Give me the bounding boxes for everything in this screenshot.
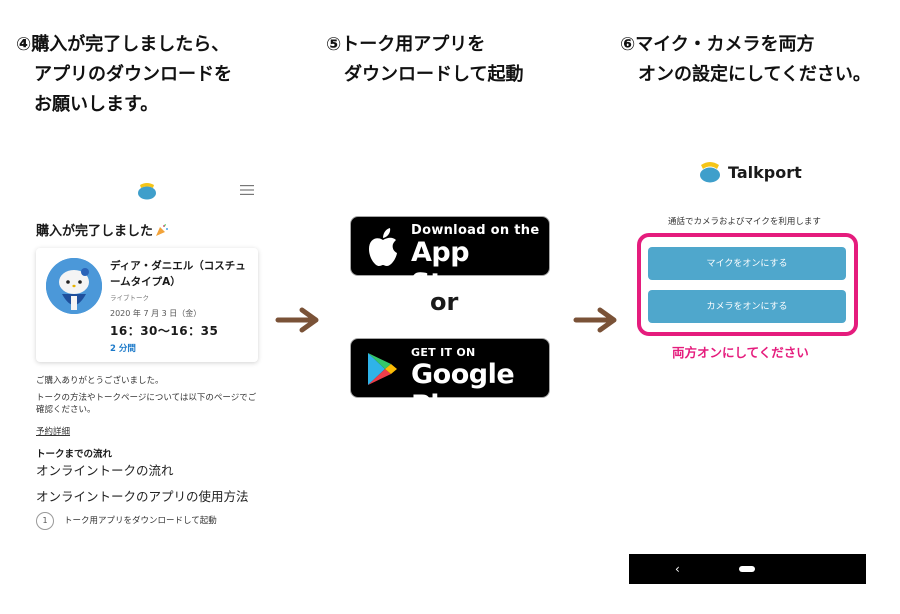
- apple-icon: [369, 228, 397, 266]
- google-play-small-text: GET IT ON: [411, 346, 476, 359]
- online-talk-flow-link[interactable]: オンライントークの流れ: [36, 463, 174, 478]
- talent-avatar-image: [46, 258, 102, 314]
- highlight-frame: [637, 233, 858, 336]
- party-popper-icon: [156, 223, 169, 236]
- step6-heading: ⑥マイク・カメラを両方 オンの設定にしてください。: [620, 34, 871, 85]
- app-store-badge[interactable]: Download on the App Store: [350, 216, 550, 299]
- talkport-logo-icon: [700, 162, 720, 183]
- page-title: 購入が完了しました: [36, 220, 169, 239]
- step-text: トーク用アプリをダウンロードして起動: [64, 516, 217, 526]
- home-pill-icon[interactable]: [739, 566, 755, 572]
- order-card[interactable]: ディア・ダニエル（コスチュームタイプA） ライブトーク 2020 年 7 月 3…: [36, 248, 258, 362]
- step5-heading: ⑤トーク用アプリを ダウンロードして起動: [326, 34, 524, 85]
- purchase-complete-screen: 購入が完了しました ディア・ダニエル（コスチュームタイプA） ライブトーク 20…: [28, 168, 268, 530]
- or-separator: or: [430, 288, 459, 316]
- google-play-icon: [368, 353, 397, 385]
- info-message: トークの方法やトークページについては以下のページでご確認ください。: [36, 393, 257, 415]
- flow-heading: トークまでの流れ: [36, 449, 113, 460]
- google-play-badge[interactable]: GET IT ON Google Play: [350, 338, 550, 421]
- page-title-text: 購入が完了しました: [36, 224, 154, 239]
- thanks-message: ご購入ありがとうございました。: [36, 376, 164, 386]
- talk-type: ライブトーク: [110, 294, 149, 302]
- back-icon[interactable]: ‹: [675, 562, 680, 576]
- talk-duration: 2 分間: [110, 344, 136, 354]
- android-navigation-bar: ‹: [629, 554, 866, 584]
- permission-message: 通話でカメラおよびマイクを利用します: [668, 217, 821, 227]
- app-store-small-text: Download on the: [411, 223, 540, 238]
- reservation-details-link[interactable]: 予約詳細: [36, 427, 71, 437]
- enable-camera-button[interactable]: カメラをオンにする: [648, 290, 846, 323]
- app-store-big-text: App Store: [411, 237, 492, 299]
- talent-avatar: [46, 258, 102, 314]
- talk-date: 2020 年 7 月 3 日（金）: [110, 309, 202, 318]
- google-play-big-text: Google Play: [411, 359, 515, 421]
- arrow-right-icon: [573, 307, 617, 333]
- talkport-logo-icon: [138, 183, 156, 200]
- talent-name: ディア・ダニエル（コスチュームタイプA）: [110, 260, 246, 288]
- menu-icon[interactable]: [240, 184, 254, 196]
- step4-heading: ④購入が完了しましたら、 アプリのダウンロードを お願いします。: [16, 34, 232, 115]
- brand-name: Talkport: [728, 163, 802, 182]
- step-number-badge: 1: [36, 512, 54, 530]
- both-on-instruction: 両方オンにしてください: [672, 345, 809, 360]
- enable-microphone-button[interactable]: マイクをオンにする: [648, 247, 846, 280]
- talk-time: 16：30〜16：35: [110, 324, 219, 338]
- arrow-right-icon: [275, 307, 319, 333]
- app-usage-link[interactable]: オンライントークのアプリの使用方法: [36, 489, 249, 504]
